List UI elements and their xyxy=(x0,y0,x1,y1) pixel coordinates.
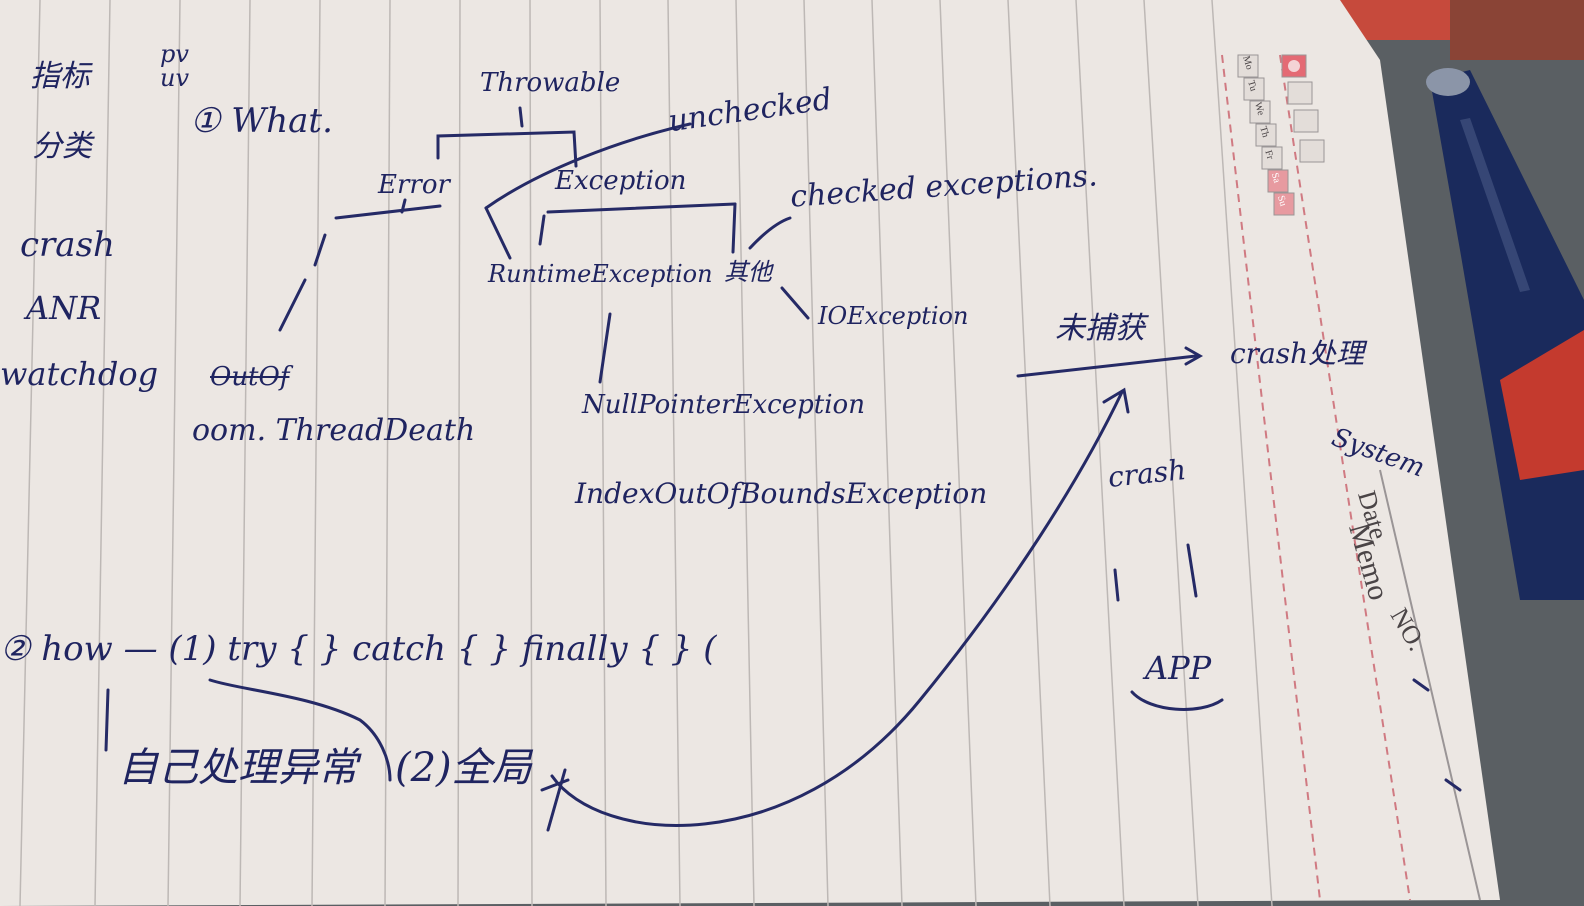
io-exception-label: IOException xyxy=(818,302,969,330)
app-label: APP xyxy=(1145,649,1212,687)
runtime-exception-label: RuntimeException xyxy=(488,260,713,288)
margin-note-metrics: 指标 xyxy=(30,59,90,94)
null-pointer-label: NullPointerException xyxy=(582,390,865,420)
exception-label: Exception xyxy=(555,166,687,196)
what-heading: ① What. xyxy=(190,101,333,141)
crash-label: crash xyxy=(1106,453,1188,494)
weekday-box-column xyxy=(1237,54,1295,216)
uncaught-label: 未捕获 xyxy=(1055,311,1145,346)
pv-uv-note: pv uv xyxy=(160,40,190,92)
global-label: (2)全局 xyxy=(395,745,532,791)
margin-note-crash: crash xyxy=(20,225,115,265)
ruled-lines xyxy=(19,0,1273,906)
weekday-we: We xyxy=(1251,101,1267,117)
outof-struck-label: OutOf xyxy=(210,362,290,392)
error-label: Error xyxy=(378,170,450,200)
weather-icon-column xyxy=(1281,54,1325,163)
crash-handler-label: crash处理 xyxy=(1230,337,1365,370)
local-catch-label: 自己处理异常 xyxy=(118,745,358,791)
other-label: 其他 xyxy=(724,258,772,286)
margin-note-anr: ANR xyxy=(26,289,102,327)
pen xyxy=(1426,68,1584,600)
margin-note-category: 分类 xyxy=(32,129,92,164)
margin-note-watchdog: watchdog xyxy=(0,355,159,393)
how-heading: ② how — (1) try { } catch { } finally { … xyxy=(0,629,717,669)
throwable-label: Throwable xyxy=(480,68,621,98)
index-out-of-bounds-label: IndexOutOfBoundsException xyxy=(575,477,988,510)
notebook-page xyxy=(0,0,1500,906)
margin-line xyxy=(1221,54,1321,901)
diagram-strokes xyxy=(104,106,1462,832)
oom-threaddeath-label: oom. ThreadDeath xyxy=(192,413,476,448)
